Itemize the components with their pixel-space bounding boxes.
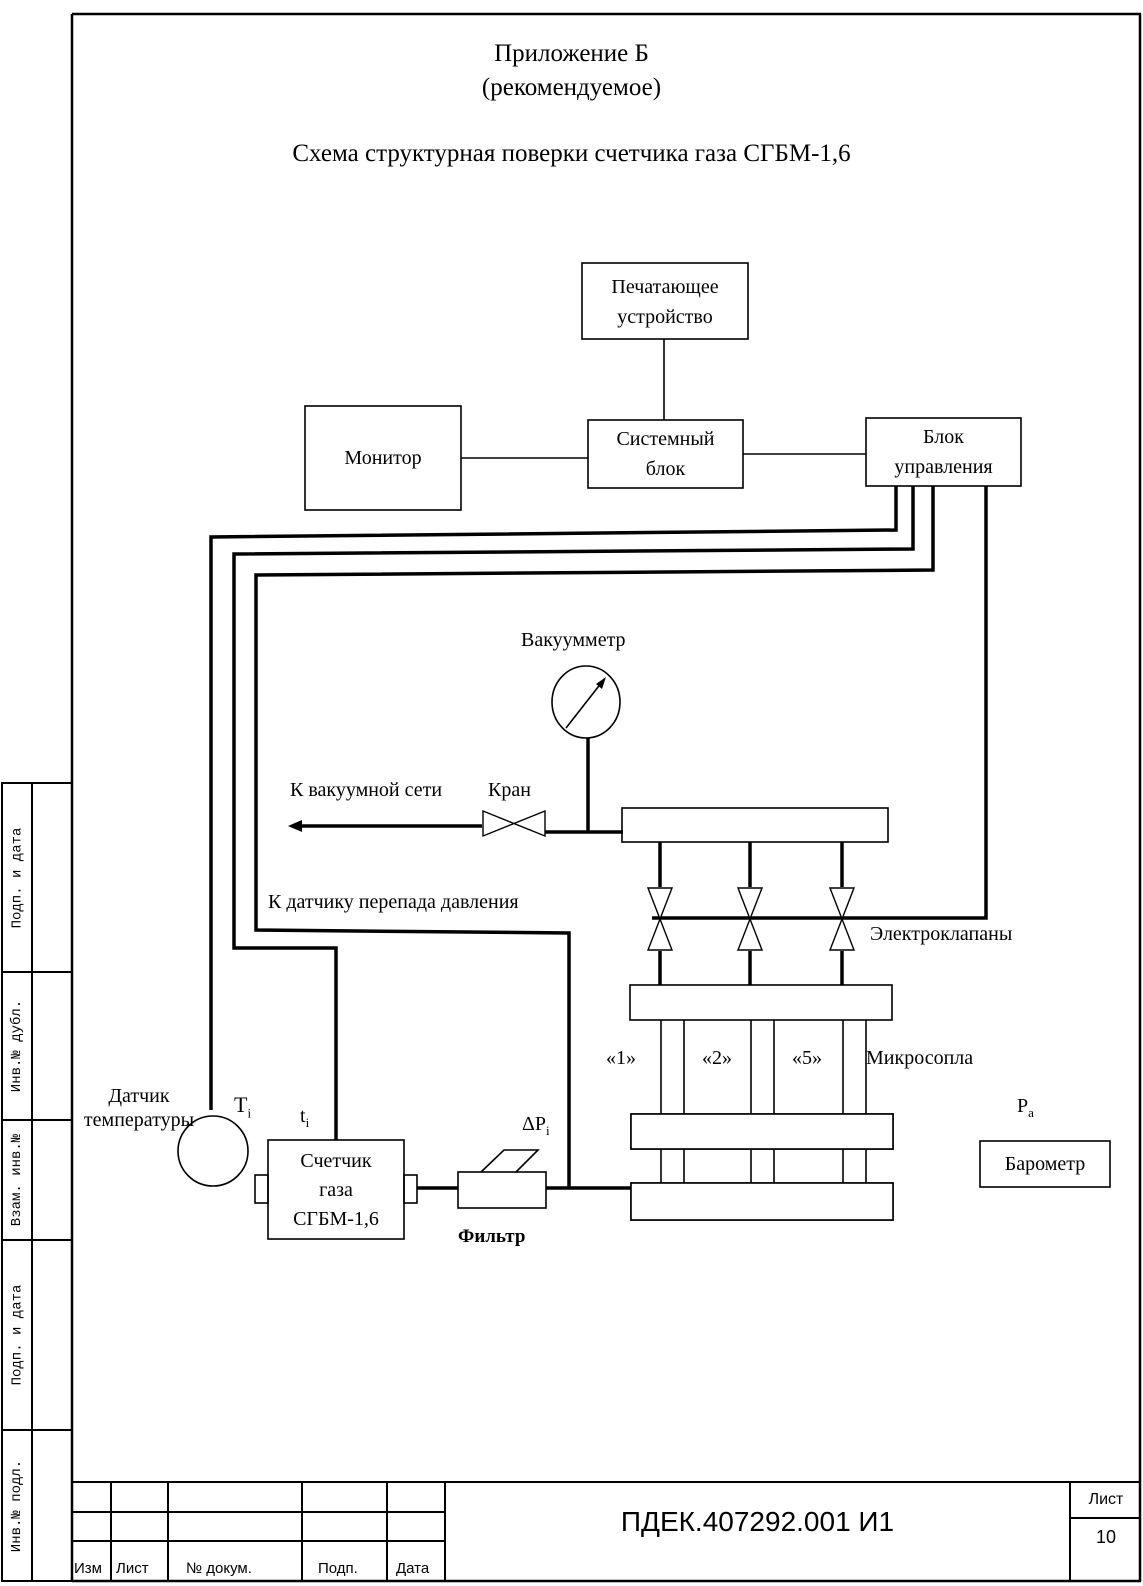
side-stamp-cell-4: Подп. и дата — [2, 1240, 32, 1430]
t-i-base: t — [300, 1105, 306, 1127]
gas-meter-label-line2: газа — [319, 1178, 353, 1201]
appendix-heading: Приложение Б — [494, 40, 649, 67]
side-stamp-label-2: Инв.№ дубл. — [9, 999, 26, 1093]
tb-col-izm: Изм — [74, 1560, 102, 1577]
side-stamp-cell-3: Взам. инв.№ — [2, 1120, 32, 1240]
temperature-sensor-icon — [177, 1115, 249, 1187]
line-temp-sensor — [209, 486, 898, 1110]
printer-label: Печатающее устройство — [582, 266, 748, 338]
control-unit-label: Блок управления — [866, 419, 1021, 485]
system-unit-label: Системный блок — [588, 421, 743, 487]
P-a-base: P — [1017, 1095, 1029, 1117]
vacuum-gauge-icon — [551, 665, 621, 831]
P-a-label: Pa — [1017, 1094, 1034, 1121]
side-stamp-label-3: Взам. инв.№ — [9, 1133, 26, 1227]
upper-manifold — [621, 807, 889, 843]
appendix-status: (рекомендуемое) — [481, 74, 662, 101]
P-a-sub: a — [1028, 1105, 1034, 1120]
tb-col-list: Лист — [116, 1560, 149, 1577]
printer-label-line1: Печатающее — [611, 276, 719, 298]
printer-label-line2: устройство — [617, 306, 713, 328]
filter-icon — [457, 1149, 547, 1209]
control-unit-label-line1: Блок — [923, 426, 964, 448]
gas-meter-label-line3: СГБМ-1,6 — [293, 1207, 379, 1230]
system-unit-label-line2: блок — [645, 458, 686, 480]
temperature-sensor-label-line2: температуры — [83, 1109, 195, 1131]
control-unit-label-line2: управления — [894, 456, 993, 478]
gas-meter-inlet — [254, 1174, 269, 1204]
dP-i-label: ΔPi — [522, 1112, 550, 1139]
t-i-label: ti — [300, 1104, 309, 1131]
printer-box — [581, 262, 749, 340]
gas-meter-label-line1: Счетчик — [300, 1149, 372, 1172]
filter-label: Фильтр — [458, 1226, 526, 1247]
nozzle-5-label: «5» — [792, 1047, 822, 1069]
T-i-sub: i — [247, 1105, 252, 1121]
solenoid-valves-label: Электроклапаны — [870, 923, 1013, 945]
side-stamp-cell-1: Подп. и дата — [2, 783, 32, 972]
side-stamp-grid — [1, 782, 73, 1582]
line-solenoids — [652, 486, 988, 920]
to-dp-sensor-label: К датчику перепада давления — [268, 891, 519, 913]
vacuum-gauge-label: Вакуумметр — [521, 629, 626, 651]
gas-meter-outlet — [403, 1174, 418, 1204]
page-title: Схема структурная поверки счетчика газа … — [292, 140, 851, 167]
title-block-grid — [72, 1481, 1140, 1581]
manifold-2 — [629, 984, 893, 1021]
T-i-label: Ti — [234, 1092, 251, 1121]
solenoid-valve-2-icon — [736, 887, 764, 951]
to-vacuum-label: К вакуумной сети — [290, 779, 443, 801]
T-i-base: T — [234, 1092, 248, 1117]
solenoid-valve-1-icon — [646, 887, 674, 951]
solenoid-valve-3-icon — [828, 887, 856, 951]
side-stamp-cell-5: Инв.№ подл. — [2, 1430, 32, 1581]
valve-icon — [482, 809, 546, 838]
nozzles-label: Микросопла — [866, 1047, 974, 1069]
monitor-label: Монитор — [344, 447, 422, 469]
line-meter-signal — [232, 486, 915, 1140]
dP-i-sub: i — [545, 1123, 550, 1138]
valve-label: Кран — [488, 779, 531, 801]
document-code: ПДЕК.407292.001 И1 — [620, 1506, 895, 1537]
barometer-label: Барометр — [1004, 1153, 1086, 1175]
side-stamp-label-5: Инв.№ подл. — [9, 1459, 26, 1552]
nozzle-2-label: «2» — [702, 1047, 732, 1069]
system-unit-label-line1: Системный — [616, 428, 715, 450]
vacuum-arrow-icon — [288, 820, 302, 832]
dP-i-base: ΔP — [522, 1113, 546, 1135]
nozzle-1-label: «1» — [606, 1047, 636, 1069]
tb-col-doc: № докум. — [186, 1560, 252, 1577]
sheet-label: Лист — [1088, 1491, 1124, 1508]
side-stamp-label-4: Подп. и дата — [9, 1284, 26, 1386]
side-stamp-label-1: Подп. и дата — [9, 827, 26, 928]
side-stamp-cell-2: Инв.№ дубл. — [2, 972, 32, 1120]
t-i-sub: i — [305, 1115, 310, 1130]
tb-col-date: Дата — [396, 1560, 430, 1577]
temperature-sensor-label-line1: Датчик — [108, 1085, 170, 1107]
tb-col-sign: Подп. — [318, 1560, 358, 1577]
line-dp-sensor — [254, 486, 935, 1187]
control-unit-box — [865, 417, 1022, 487]
sheet-number: 10 — [1095, 1527, 1117, 1547]
barometer-box — [979, 1140, 1111, 1188]
temperature-sensor-label: Датчик температуры — [74, 1084, 204, 1132]
